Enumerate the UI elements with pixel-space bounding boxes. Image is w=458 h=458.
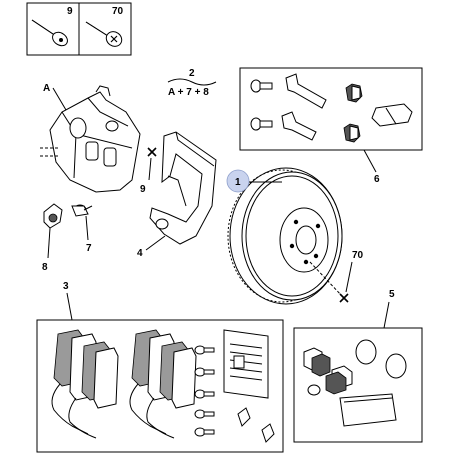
leader-3 xyxy=(66,292,73,321)
pad-set-1-illustration xyxy=(51,329,119,439)
guide-pin-icons xyxy=(250,73,327,141)
caliper-illustration xyxy=(40,85,141,193)
clip-icons xyxy=(237,407,275,443)
label-5: 5 xyxy=(389,289,395,300)
marker-9: 9 xyxy=(140,147,157,195)
leader-5 xyxy=(383,301,390,329)
marker-70: 70 xyxy=(339,250,364,303)
label-4: 4 xyxy=(137,248,143,259)
leader-4 xyxy=(145,235,166,251)
grease-sachet-icon xyxy=(371,103,413,127)
guide-kit-box-6[interactable] xyxy=(239,67,423,151)
fastener-icons xyxy=(194,345,215,437)
leader-6 xyxy=(363,149,377,173)
bleed-screw-illustration xyxy=(71,204,93,217)
leader-7 xyxy=(85,215,89,241)
label-6: 6 xyxy=(374,174,380,185)
phillips-screw-icon xyxy=(85,21,123,47)
dust-boot-icons xyxy=(343,83,363,143)
screw-box-70[interactable]: 70 xyxy=(78,2,132,56)
seal-ring-icons xyxy=(355,339,407,379)
label-7: 7 xyxy=(86,243,92,254)
instruction-booklet-icon xyxy=(223,329,269,399)
seal-kit-box-5[interactable] xyxy=(293,327,423,443)
label-70-top: 70 xyxy=(112,6,124,17)
label-1: 1 xyxy=(235,177,241,188)
brake-disc-illustration xyxy=(227,167,343,305)
caliper-bracket-illustration xyxy=(149,131,217,245)
label-A: A xyxy=(43,83,50,94)
piston-boot-icons xyxy=(303,347,353,396)
kit-2-label: 2 A + 7 + 8 xyxy=(167,68,217,98)
label-2: 2 xyxy=(189,68,195,79)
bleed-cap-illustration xyxy=(43,203,63,229)
disc-1-callout[interactable]: 1 xyxy=(226,169,282,193)
highlight-circle xyxy=(226,169,250,193)
label-8: 8 xyxy=(42,262,48,273)
label-9-marker: 9 xyxy=(140,184,146,195)
pad-set-2-illustration xyxy=(129,329,197,439)
brake-pads-box-3[interactable] xyxy=(36,319,284,453)
leader-8 xyxy=(47,227,51,259)
leader-A xyxy=(52,87,67,111)
screw-box-9[interactable]: 9 xyxy=(26,2,80,56)
label-9-top: 9 xyxy=(67,6,73,17)
socket-screw-icon xyxy=(31,19,68,47)
label-3: 3 xyxy=(63,281,69,292)
label-2-formula: A + 7 + 8 xyxy=(168,87,209,98)
grease-sachet-icon-2 xyxy=(339,393,397,427)
label-70-marker: 70 xyxy=(352,250,364,261)
